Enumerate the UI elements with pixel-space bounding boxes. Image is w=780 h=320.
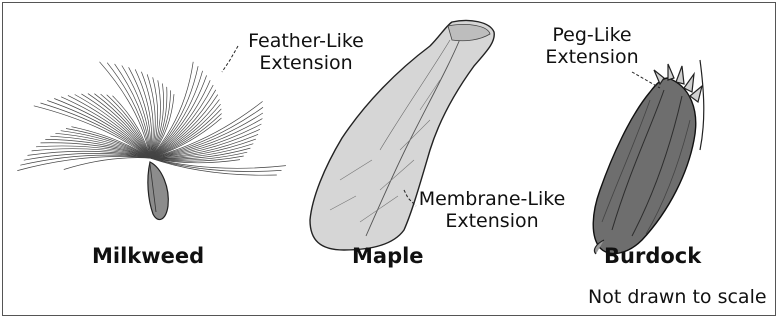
burdock-extension-label: Peg-Like Extension [532, 24, 652, 68]
scale-footnote: Not drawn to scale [588, 286, 767, 308]
burdock-name: Burdock [604, 244, 701, 268]
milkweed-extension-label: Feather-Like Extension [236, 30, 376, 74]
milkweed-hair [17, 156, 150, 170]
milkweed-extension-line1: Feather-Like [236, 30, 376, 52]
burdock-extension-line2: Extension [532, 46, 652, 68]
milkweed-illustration [17, 62, 286, 220]
burdock-extension-line1: Peg-Like [532, 24, 652, 46]
milkweed-extension-line2: Extension [236, 52, 376, 74]
maple-extension-line2: Extension [412, 210, 572, 232]
maple-name: Maple [352, 244, 424, 268]
maple-extension-label: Membrane-Like Extension [412, 188, 572, 232]
maple-extension-line1: Membrane-Like [412, 188, 572, 210]
burdock-illustration [593, 60, 704, 254]
milkweed-feather-hairs [17, 62, 286, 175]
milkweed-name: Milkweed [92, 244, 204, 268]
milkweed-hair [64, 158, 150, 170]
